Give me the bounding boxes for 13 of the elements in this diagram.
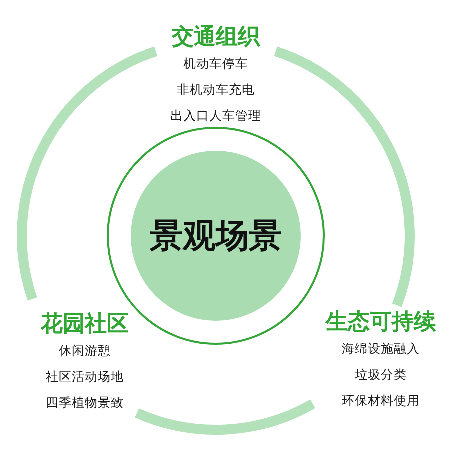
list-item: 海绵设施融入 bbox=[342, 340, 420, 358]
list-item: 出入口人车管理 bbox=[170, 107, 262, 125]
list-item: 环保材料使用 bbox=[342, 392, 420, 410]
list-item: 社区活动场地 bbox=[46, 368, 124, 386]
center-title: 景观场景 bbox=[150, 216, 282, 256]
list-item: 非机动车充电 bbox=[177, 81, 255, 99]
category-heading: 交通组织 bbox=[172, 25, 260, 51]
category-heading: 生态可持续 bbox=[326, 310, 436, 336]
list-item: 垃圾分类 bbox=[355, 366, 407, 384]
list-item: 机动车停车 bbox=[184, 55, 248, 73]
category-heading: 花园社区 bbox=[41, 312, 129, 338]
list-item: 休闲游憩 bbox=[59, 342, 111, 360]
list-item: 四季植物景致 bbox=[46, 394, 124, 412]
